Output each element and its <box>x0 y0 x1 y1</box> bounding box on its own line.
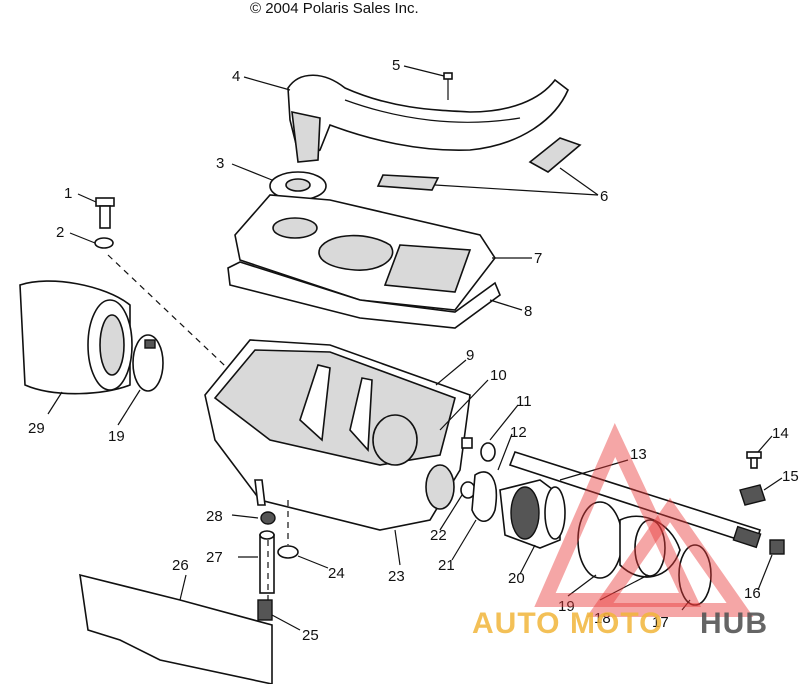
lid-gasket <box>227 261 501 329</box>
callout-19-right: 19 <box>558 598 575 615</box>
bolt <box>95 197 115 229</box>
flange-gasket <box>471 471 498 523</box>
washer-24 <box>277 545 299 559</box>
copyright-text: © 2004 Polaris Sales Inc. <box>250 0 419 17</box>
tube-clip <box>739 484 766 506</box>
watermark-text-auto: AUTO <box>472 607 560 640</box>
drain-tube <box>259 530 275 594</box>
callout-19-left: 19 <box>108 428 125 445</box>
callout-28: 28 <box>206 508 223 525</box>
callout-labels: 1 2 3 4 5 6 7 8 9 10 11 12 13 14 15 16 1… <box>28 57 799 644</box>
callout-26: 26 <box>172 557 189 574</box>
intake-duct <box>287 74 569 163</box>
washer <box>94 237 114 249</box>
airbox-body <box>204 339 471 531</box>
callout-12: 12 <box>510 424 527 441</box>
air-filter <box>19 280 133 395</box>
callout-27: 27 <box>206 549 223 566</box>
callout-2: 2 <box>56 224 64 241</box>
breather-tube <box>508 451 762 549</box>
callout-15: 15 <box>782 468 799 485</box>
hose-clamp-left <box>132 334 164 392</box>
drain-fitting <box>461 437 473 449</box>
callout-10: 10 <box>490 367 507 384</box>
callout-13: 13 <box>630 446 647 463</box>
callout-22: 22 <box>430 527 447 544</box>
callout-3: 3 <box>216 155 224 172</box>
screw-14 <box>746 451 762 469</box>
grommet-28 <box>260 511 276 525</box>
callout-5: 5 <box>392 57 400 74</box>
callout-6: 6 <box>600 188 608 205</box>
grommet-small <box>480 442 496 462</box>
callout-25: 25 <box>302 627 319 644</box>
callout-29: 29 <box>28 420 45 437</box>
foam-pads <box>376 137 582 191</box>
heat-shield <box>79 573 273 685</box>
callout-7: 7 <box>534 250 542 267</box>
callout-1: 1 <box>64 185 72 202</box>
callout-11: 11 <box>516 393 532 410</box>
tube-cap <box>769 539 785 555</box>
callout-18: 18 <box>594 610 611 627</box>
leader-lines <box>47 65 783 631</box>
coupler <box>619 515 681 578</box>
callout-24: 24 <box>328 565 345 582</box>
callout-17: 17 <box>652 614 669 631</box>
grommet <box>269 171 327 201</box>
drain-plug <box>257 599 273 621</box>
callout-9: 9 <box>466 347 474 364</box>
watermark-logo: AUTO MOTO HUB <box>472 423 768 640</box>
intake-boot <box>499 479 566 549</box>
callout-8: 8 <box>524 303 532 320</box>
clamp-17 <box>678 544 712 606</box>
callout-21: 21 <box>438 557 455 574</box>
callout-20: 20 <box>508 570 525 587</box>
callout-14: 14 <box>772 425 789 442</box>
watermark-text-hub: HUB <box>700 607 768 640</box>
callout-23: 23 <box>388 568 405 585</box>
screw <box>443 72 453 100</box>
callout-4: 4 <box>232 68 240 85</box>
callout-16: 16 <box>744 585 761 602</box>
watermark-text-moto: MOTO <box>570 607 663 640</box>
